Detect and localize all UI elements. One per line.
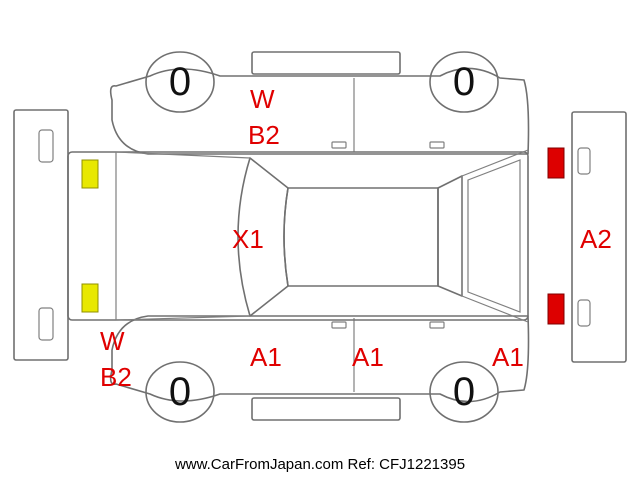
- roof-strip-bottom: [251, 397, 401, 421]
- mark-bottom-left-code2: B2: [100, 362, 132, 392]
- mark-rear-quarter-lower: A1: [492, 342, 524, 372]
- side-panel-lower: [109, 315, 530, 403]
- taillight-left: [547, 147, 565, 179]
- mark-bottom-left-code1: W: [100, 326, 125, 356]
- headlight-right: [81, 283, 99, 313]
- mark-rear-bumper: A2: [580, 224, 612, 254]
- mark-top-left-code1: W: [250, 84, 275, 114]
- tyre-rear-left: 0: [429, 51, 499, 113]
- tyre-front-right: 0: [145, 361, 215, 423]
- tyre-rear-left-value: 0: [453, 60, 475, 104]
- front-bumper: [13, 109, 69, 361]
- mark-front-door-lower: A1: [250, 342, 282, 372]
- source-reference: www.CarFromJapan.com Ref: CFJ1221395: [174, 456, 466, 473]
- tyre-front-left-value: 0: [169, 60, 191, 104]
- tyre-front-left: 0: [145, 51, 215, 113]
- rear-bumper: [571, 111, 627, 363]
- mark-hood: X1: [232, 224, 264, 254]
- side-panel-upper: [109, 67, 530, 155]
- tyre-rear-right: 0: [429, 361, 499, 423]
- mark-rear-door-lower: A1: [352, 342, 384, 372]
- roof-strip-top: [251, 51, 401, 75]
- mark-top-left-code2: B2: [248, 120, 280, 150]
- tyre-rear-right-value: 0: [453, 370, 475, 414]
- tyre-front-right-value: 0: [169, 370, 191, 414]
- headlight-left: [81, 159, 99, 189]
- top-view-body: [67, 149, 529, 323]
- taillight-right: [547, 293, 565, 325]
